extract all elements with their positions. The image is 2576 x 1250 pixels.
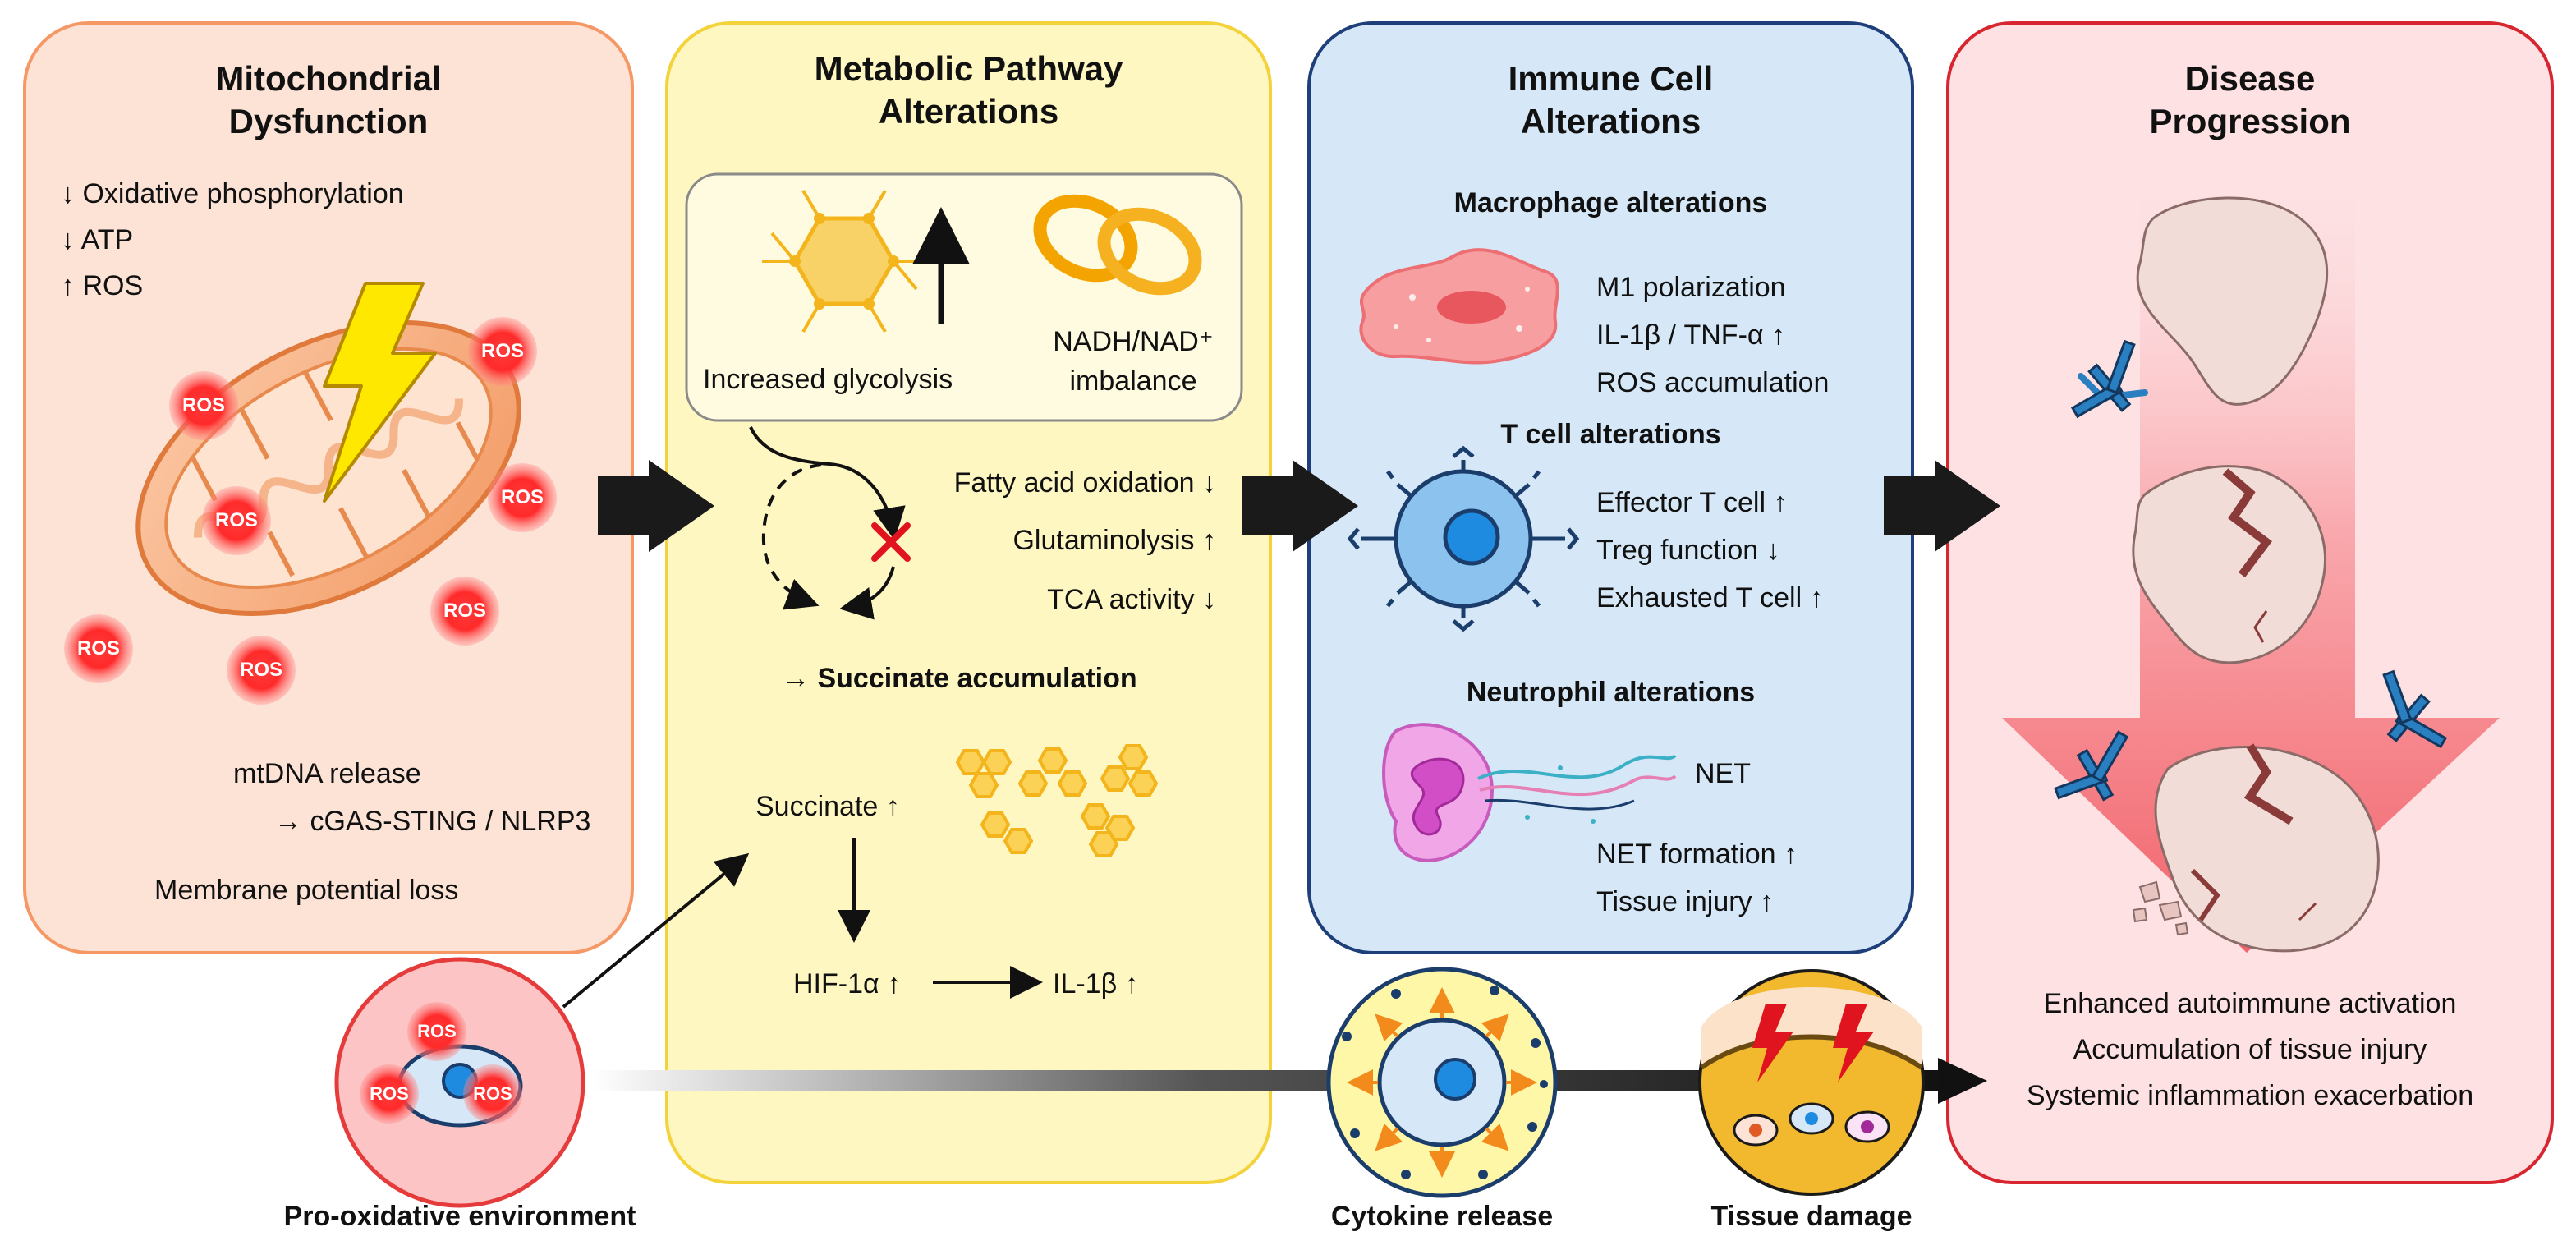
glutaminolysis: Glutaminolysis ↑	[1012, 525, 1216, 556]
macrophage-header: Macrophage alterations	[1453, 187, 1768, 218]
antibody-icon	[2070, 339, 2136, 419]
panel-disease-title: Disease Progression	[1948, 57, 2552, 143]
ros-label: ROS	[500, 486, 544, 508]
ros-bubble	[430, 577, 499, 646]
glycolysis-label: Increased glycolysis	[703, 364, 953, 395]
nadh-line-2: imbalance	[1069, 365, 1197, 397]
panel-immune-title: Immune Cell Alterations	[1309, 57, 1912, 143]
panel-metabolic-title-line-2: Alterations	[878, 92, 1059, 131]
macrophage-list: M1 polarization IL-1β / TNF-α ↑ ROS accu…	[1596, 271, 1829, 399]
tcell-line: Treg function ↓	[1596, 535, 1780, 566]
ros-label: ROS	[370, 1083, 409, 1104]
ros-bubble	[463, 1064, 522, 1124]
ros-label: ROS	[417, 1021, 457, 1041]
ros-bubble	[64, 614, 133, 683]
mito-effect-line: ↓ ATP	[61, 224, 134, 255]
cgas-sting: → cGAS-STING / NLRP3	[274, 806, 591, 837]
lightning-icon	[323, 282, 437, 503]
ros-bubbles	[64, 317, 557, 705]
neutrophil-list: NET formation ↑ Tissue injury ↑	[1596, 838, 1798, 918]
nadh-label: NADH/NAD⁺ imbalance	[1035, 325, 1232, 398]
succinate-accumulation: → Succinate accumulation	[782, 663, 1137, 694]
tcell-header: T cell alterations	[1500, 419, 1721, 450]
ros-bubble	[407, 1002, 466, 1061]
neutrophil-header: Neutrophil alterations	[1466, 677, 1756, 708]
ros-label: ROS	[214, 509, 258, 531]
ros-bubble	[227, 636, 296, 705]
tissue-fragment-icon	[2132, 743, 2380, 953]
disease-outcome: Enhanced autoimmune activation	[2043, 988, 2457, 1019]
ros-bubble	[169, 371, 238, 440]
panel-metabolic-title: Metabolic Pathway Alterations	[667, 48, 1270, 133]
red-x-icon	[871, 522, 911, 562]
tcell-line: Effector T cell ↑	[1596, 487, 1788, 518]
ros-label: ROS	[239, 659, 282, 681]
tissue-damage-label: Tissue damage	[1710, 1201, 1912, 1232]
panel-disease-title-line-2: Progression	[2149, 102, 2351, 140]
neutrophil-icon	[1382, 723, 1677, 862]
ros-bubble	[468, 317, 537, 386]
macrophage-line: ROS accumulation	[1596, 367, 1830, 398]
disease-outcome: Accumulation of tissue injury	[2073, 1034, 2427, 1065]
pro-oxidative-cell-icon	[334, 957, 585, 1208]
ros-bubble	[202, 486, 271, 555]
cycle-arrows-icon	[749, 426, 906, 620]
hexagon-glucose-icon	[762, 189, 926, 333]
tissue-fragment-icon	[2136, 196, 2329, 406]
panel-disease-title-line-1: Disease	[2184, 59, 2316, 98]
panel-immune-title-line-2: Alterations	[1520, 102, 1701, 140]
mito-effect-line: ↑ ROS	[61, 270, 144, 301]
pro-oxidative-label: Pro-oxidative environment	[283, 1201, 636, 1232]
tca-activity: TCA activity ↓	[1047, 584, 1216, 615]
cytokine-label: Cytokine release	[1330, 1201, 1554, 1232]
nad-ring-icon	[1033, 194, 1202, 296]
tissue-damage-icon	[1698, 969, 1925, 1196]
block-arrow-icon	[598, 460, 714, 552]
antibody-icon	[2054, 730, 2129, 802]
cytokine-cell-icon	[1326, 967, 1558, 1198]
pro-oxidative-arrow	[562, 852, 750, 1009]
macrophage-icon	[1359, 248, 1559, 365]
disease-outcomes: Enhanced autoimmune activation Accumulat…	[1948, 987, 2552, 1112]
il1b-label: IL-1β ↑	[1053, 968, 1139, 1000]
fatty-acid-oxidation: Fatty acid oxidation ↓	[953, 467, 1216, 499]
ros-label: ROS	[443, 600, 486, 622]
tissue-fragment-icon	[2132, 465, 2326, 664]
panel-mito-title-line-2: Dysfunction	[228, 102, 429, 140]
ros-label: ROS	[473, 1083, 512, 1104]
panel-metabolic-title-line-1: Metabolic Pathway	[814, 49, 1123, 88]
ros-bubble	[360, 1064, 419, 1124]
ros-label: ROS	[76, 637, 120, 659]
ros-label: ROS	[480, 340, 524, 362]
hif-label: HIF-1α ↑	[793, 968, 902, 1000]
ros-bubble	[488, 463, 557, 532]
mito-effects-list: ↓ Oxidative phosphorylation ↓ ATP ↑ ROS	[61, 177, 404, 302]
neutrophil-line: Tissue injury ↑	[1596, 886, 1775, 917]
net-label: NET	[1695, 758, 1751, 789]
antibody-icon	[2382, 669, 2448, 749]
ros-label: ROS	[181, 394, 225, 416]
macrophage-line: IL-1β / TNF-α ↑	[1596, 319, 1785, 351]
succinate-label: Succinate ↑	[755, 791, 900, 822]
bottom-arrow-head	[1938, 1058, 1987, 1104]
neutrophil-line: NET formation ↑	[1596, 839, 1798, 870]
panel-mito-title: Mitochondrial Dysfunction	[25, 57, 632, 143]
block-arrow-icon	[1242, 460, 1358, 552]
mtdna-release: mtDNA release	[233, 758, 421, 789]
block-arrow-icon	[1884, 460, 2000, 552]
mito-effect-line: ↓ Oxidative phosphorylation	[61, 178, 404, 209]
panel-mito-title-line-1: Mitochondrial	[215, 59, 442, 98]
disease-outcome: Systemic inflammation exacerbation	[2026, 1080, 2474, 1111]
succinate-molecule-icon	[955, 744, 1159, 857]
nadh-line-1: NADH/NAD⁺	[1053, 326, 1214, 357]
membrane-potential: Membrane potential loss	[154, 875, 459, 906]
tcell-line: Exhausted T cell ↑	[1596, 582, 1824, 614]
tcell-list: Effector T cell ↑ Treg function ↓ Exhaus…	[1596, 486, 1824, 614]
panel-immune-title-line-1: Immune Cell	[1508, 59, 1714, 98]
macrophage-line: M1 polarization	[1596, 272, 1786, 303]
